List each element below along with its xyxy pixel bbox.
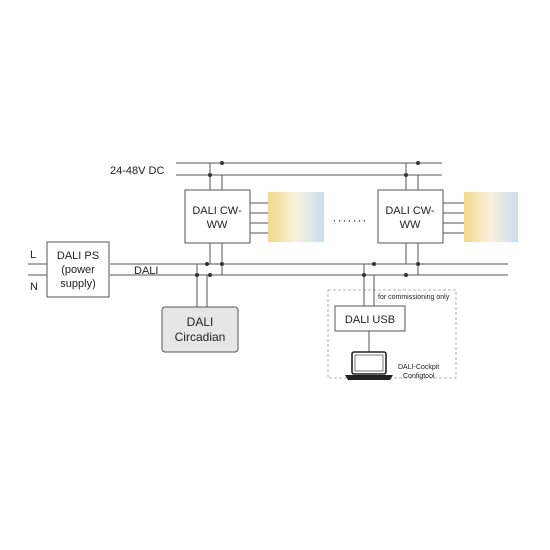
mains-n-label: N (30, 281, 38, 293)
circadian-label-line1: DALI (187, 315, 214, 329)
dc-bus-label: 24-48V DC (110, 165, 164, 177)
laptop-icon (345, 351, 393, 380)
mains-l-label: L (30, 249, 36, 261)
driver-1-label-line2: WW (207, 219, 228, 231)
laptop-label-line2: Configtool (403, 373, 435, 380)
dali-usb-box: DALI USB (334, 305, 406, 332)
driver-2-box: DALI CW- WW (377, 189, 444, 244)
driver-1-label-line1: DALI CW- (192, 205, 242, 217)
driver-1-wiring (208, 161, 268, 277)
dali-bus-label: DALI (134, 265, 158, 277)
circadian-wiring (195, 262, 209, 307)
dali-circadian-box: DALI Circadian (161, 306, 239, 353)
dali-bus (110, 263, 508, 276)
dali-ps-sub2: supply) (60, 278, 95, 290)
led-strip-1 (268, 192, 324, 242)
dali-ps-box: DALI PS (power supply) (46, 241, 110, 298)
circadian-label-line2: Circadian (175, 330, 226, 344)
commissioning-note: for commissioning only (378, 294, 450, 301)
mains-wires (28, 263, 47, 276)
driver-1-box: DALI CW- WW (184, 189, 251, 244)
led-strip-2 (464, 192, 518, 242)
commissioning-area (327, 289, 457, 379)
laptop-label-line1: DALI-Cockpit (398, 364, 439, 371)
dali-ps-label: DALI PS (57, 250, 99, 262)
driver-2-wiring (404, 161, 464, 277)
more-drivers-ellipsis: ······· (333, 213, 368, 227)
dc-bus (176, 162, 442, 176)
usb-wiring (362, 262, 376, 352)
driver-2-label-line1: DALI CW- (385, 205, 435, 217)
driver-2-label-line2: WW (400, 219, 421, 231)
dali-ps-sub1: (power (61, 264, 95, 276)
dali-usb-label: DALI USB (345, 314, 395, 326)
